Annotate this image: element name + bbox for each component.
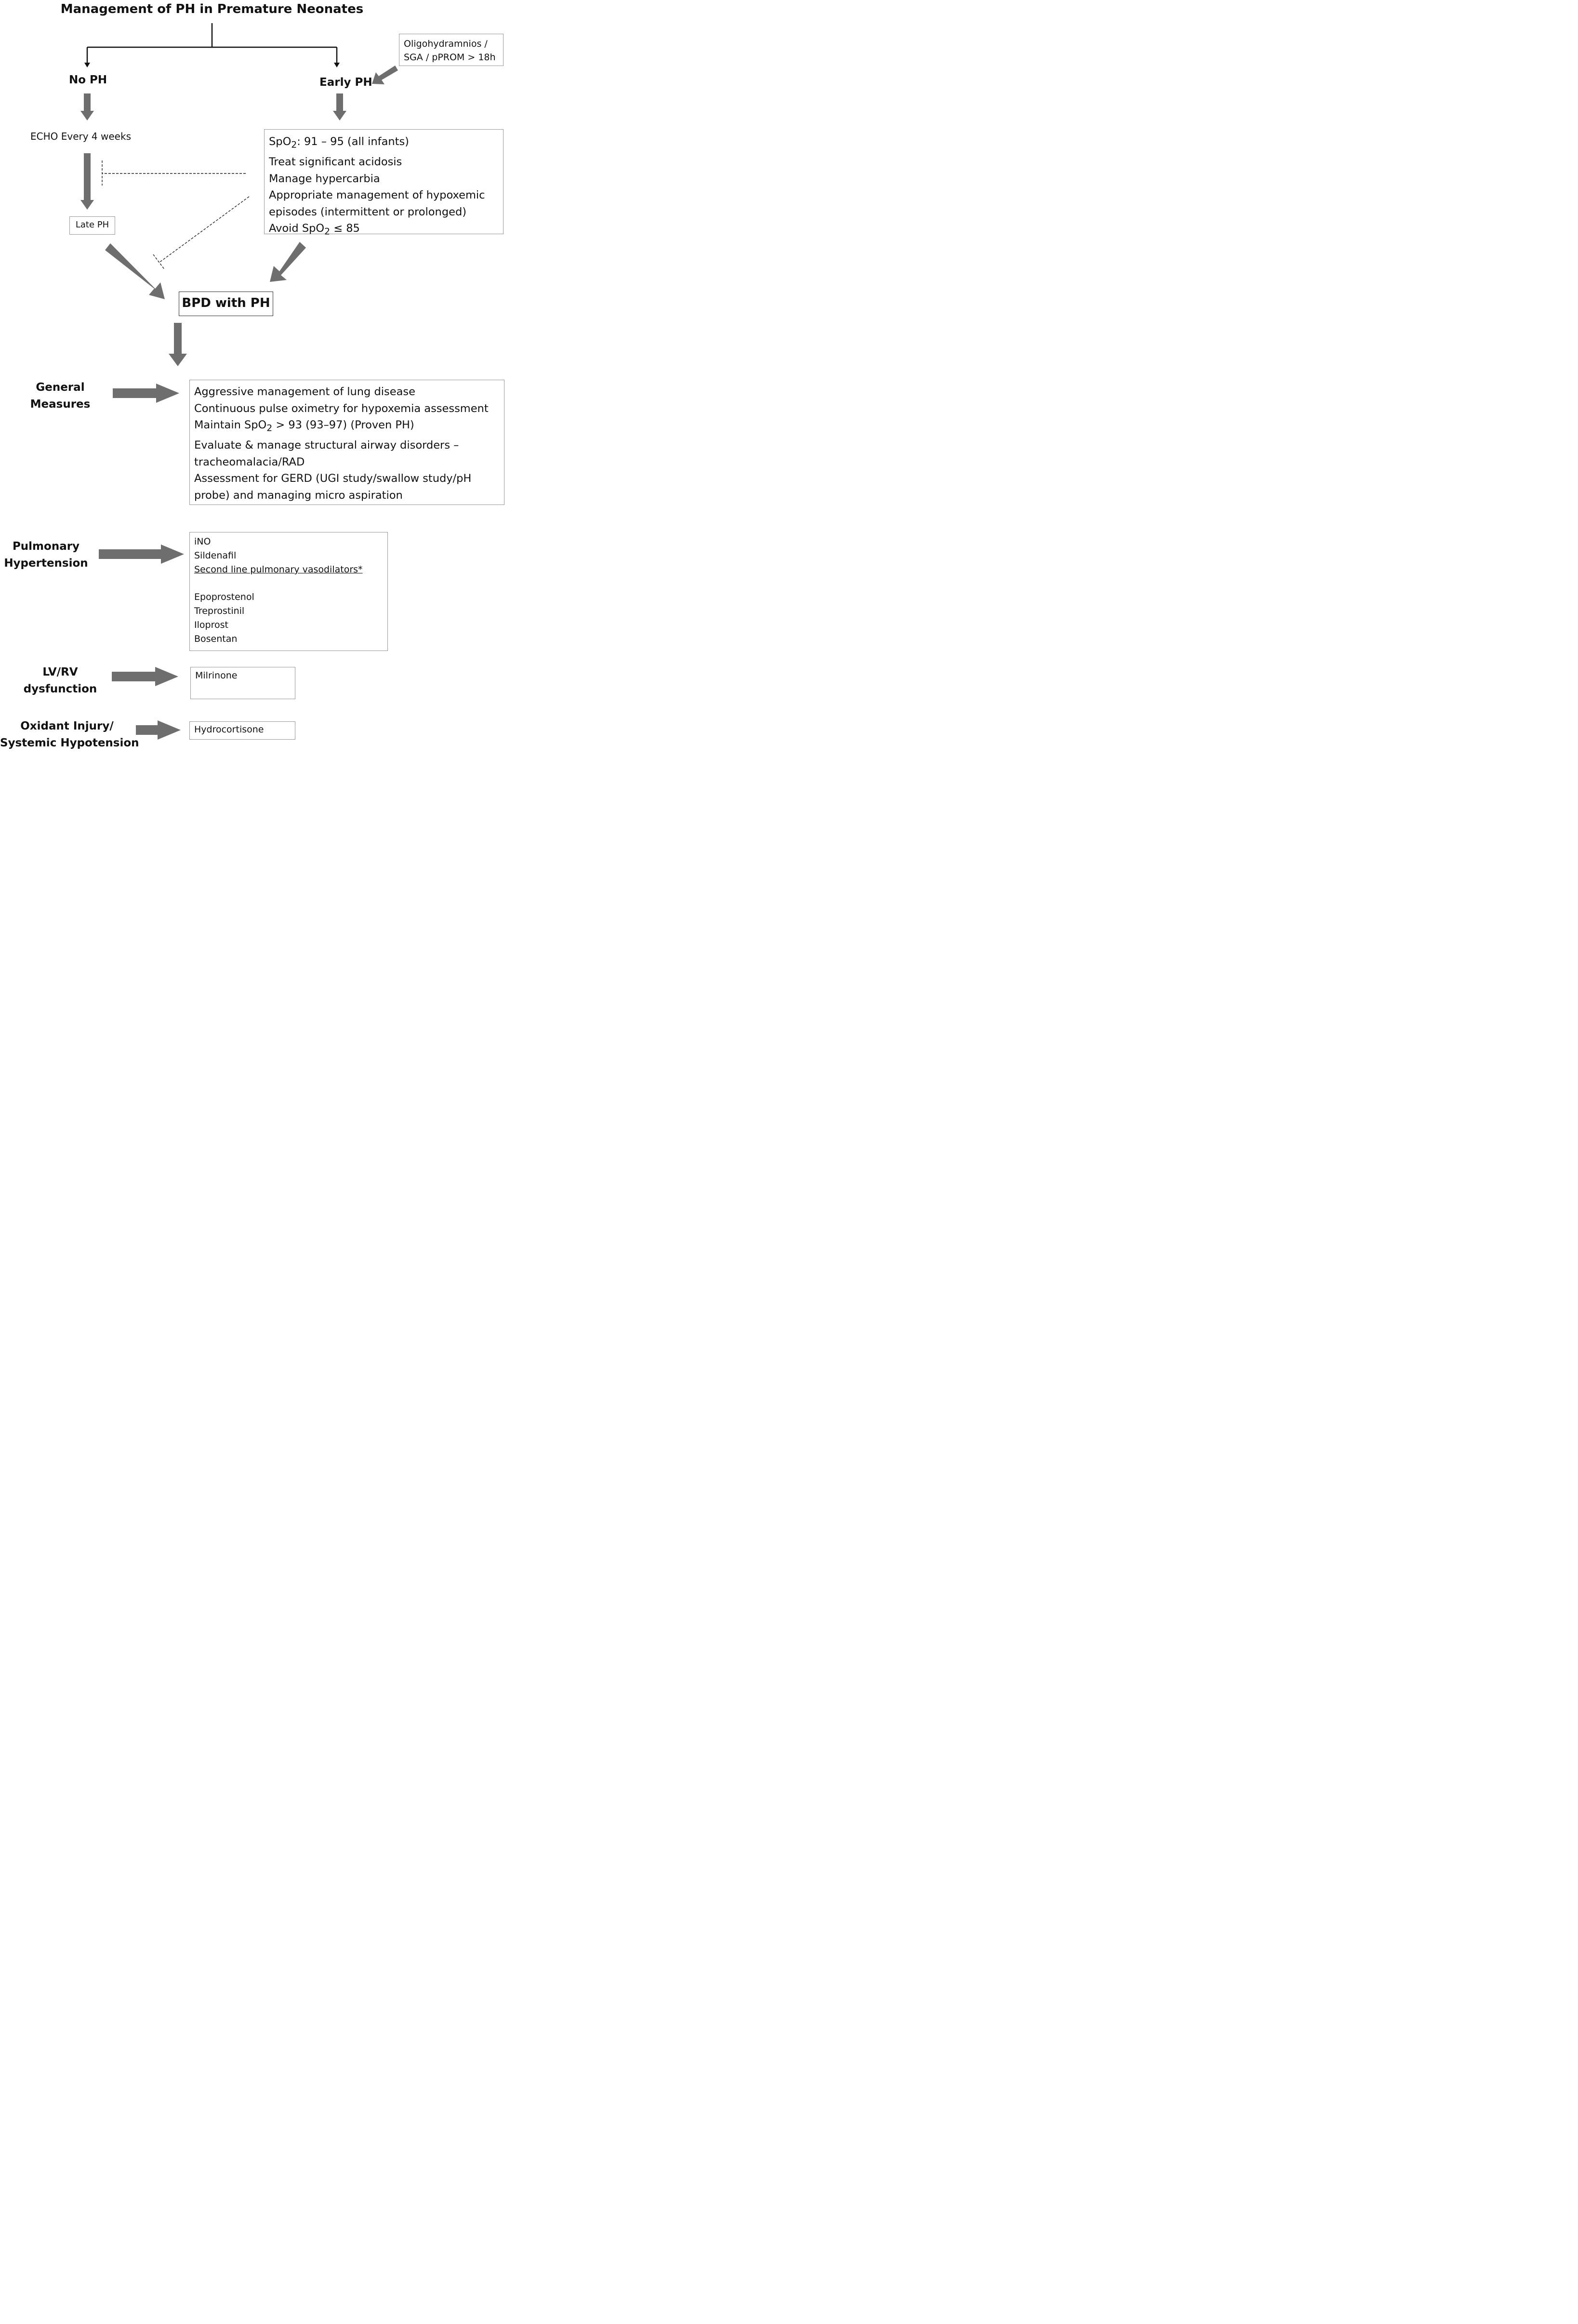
general-measure-item: probe) and managing micro aspiration [194, 489, 403, 502]
pulmonary-drug: iNO [194, 536, 211, 547]
spacer [194, 577, 387, 590]
early-ph-measure: SpO2: 91 – 95 (all infants) [269, 135, 409, 150]
pulmonary-drug: Treprostinil [194, 606, 245, 616]
early-ph-label: Early PH [319, 76, 372, 89]
lvrv-dysfunction-label: LV/RV dysfunction [23, 666, 97, 695]
early-ph-measure: Manage hypercarbia [269, 172, 380, 185]
pulmonary-drug: Epoprostenol [194, 592, 254, 602]
general-measure-item: Continuous pulse oximetry for hypoxemia … [194, 402, 489, 415]
general-measures-box: Aggressive management of lung disease Co… [189, 380, 504, 505]
arrow-lvrv-dysfunction [112, 667, 178, 686]
early-ph-measure: Treat significant acidosis [269, 156, 402, 169]
risk-factor-box: Oligohydramnios / SGA / pPROM > 18h [399, 34, 504, 66]
pulmonary-drug: Iloprost [194, 620, 228, 630]
pulmonary-hypertension-label: Pulmonary Hypertension [4, 540, 88, 570]
risk-factor-line: SGA / pPROM > 18h [404, 52, 496, 63]
general-measures-label: General Measures [30, 381, 91, 411]
general-measure-item: Maintain SpO2 > 93 (93–97) (Proven PH) [194, 419, 414, 434]
early-ph-measure: episodes (intermittent or prolonged) [269, 205, 466, 218]
bpd-with-ph-label: BPD with PH [182, 296, 270, 310]
bpd-with-ph-box: BPD with PH [179, 292, 273, 316]
echo-schedule-label: ECHO Every 4 weeks [30, 131, 131, 142]
general-measure-item: Aggressive management of lung disease [194, 385, 415, 398]
late-ph-box: Late PH [69, 216, 115, 235]
arrow-lateph-to-bpd [105, 243, 165, 299]
title-tree-connector [84, 23, 340, 67]
hydrocortisone-label: Hydrocortisone [194, 724, 264, 735]
early-ph-measure: Appropriate management of hypoxemic [269, 189, 485, 202]
early-ph-management-box: SpO2: 91 – 95 (all infants) Treat signif… [264, 129, 504, 237]
second-line-heading: Second line pulmonary vasodilators* [194, 564, 363, 575]
arrow-general-measures [113, 384, 179, 403]
late-ph-label: Late PH [75, 220, 109, 230]
arrow-earlybox-to-bpd [270, 242, 306, 282]
oxidant-injury-label: Oxidant Injury/ Systemic Hypotension [0, 720, 139, 749]
diagram-title: Management of PH in Premature Neonates [60, 2, 364, 16]
general-measure-item: Assessment for GERD (UGI study/swallow s… [194, 472, 472, 485]
arrow-echo-to-lateph [80, 153, 94, 210]
hydrocortisone-box: Hydrocortisone [189, 721, 295, 740]
general-measure-item: Evaluate & manage structural airway diso… [194, 439, 459, 452]
dashed-inhibit-bpd [159, 196, 250, 263]
pulmonary-drug: Sildenafil [194, 550, 237, 561]
risk-factor-line: Oligohydramnios / [404, 39, 488, 49]
arrow-oxidant-injury [136, 720, 181, 740]
milrinone-box: Milrinone [190, 667, 295, 699]
arrow-earlyph-to-box [333, 93, 346, 120]
early-ph-measure: Avoid SpO2 ≤ 85 [269, 222, 360, 237]
arrow-bpd-to-general [169, 323, 187, 366]
connector-layer [80, 23, 398, 740]
arrow-risk-to-early [372, 66, 398, 84]
arrow-pulmonary-hypertension [99, 544, 184, 564]
arrow-noph-to-echo [80, 93, 94, 120]
pulmonary-drug-box: iNO Sildenafil Second line pulmonary vas… [189, 532, 388, 651]
general-measure-item: tracheomalacia/RAD [194, 455, 305, 468]
dashed-inhibit-bpd-bar [153, 254, 165, 270]
milrinone-label: Milrinone [195, 670, 238, 681]
no-ph-label: No PH [69, 74, 107, 86]
pulmonary-drug: Bosentan [194, 634, 238, 644]
